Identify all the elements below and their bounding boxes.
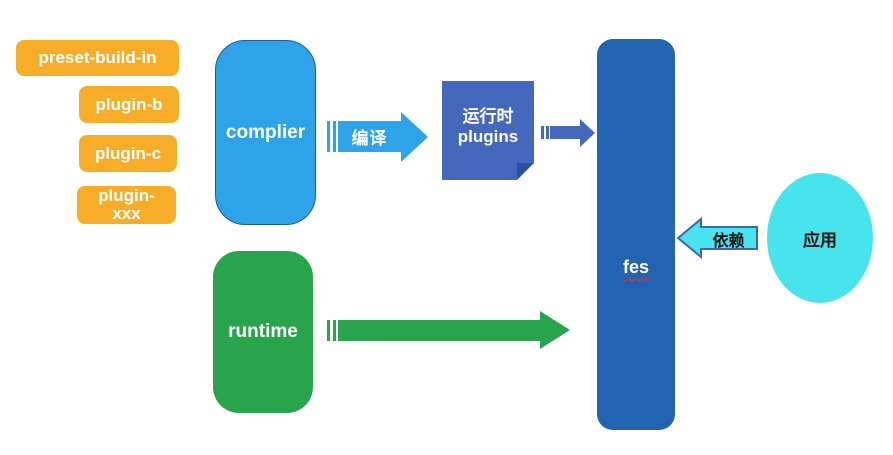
runtime-to-fes-arrow — [327, 311, 570, 349]
compile-arrow: 编译 — [327, 112, 428, 162]
plugins-to-fes-arrow-body — [550, 126, 580, 139]
compile-arrow-label: 编译 — [351, 129, 388, 148]
left-arrow-shape — [676, 216, 758, 260]
plugin-box-xxx: plugin- xxx — [77, 186, 176, 224]
runtime-to-fes-arrow-body — [338, 320, 540, 341]
complier-node: complier — [215, 40, 316, 225]
compile-arrow-stripe-2 — [333, 121, 336, 152]
depend-arrow — [676, 216, 758, 260]
compile-arrow-head — [401, 112, 428, 162]
plugin-box-b-label: plugin-b — [95, 94, 163, 114]
plugin-box-xxx-label-line2: xxx — [112, 204, 141, 223]
complier-node-label: complier — [225, 121, 306, 143]
plugin-box-preset-build-in-label: preset-build-in — [38, 48, 157, 67]
runtime-plugins-note-line1: 运行时 — [462, 106, 514, 126]
plugin-box-preset-build-in: preset-build-in — [16, 40, 179, 76]
depend-arrow-label: 依赖 — [712, 233, 745, 250]
runtime-plugins-note: 运行时 plugins — [442, 81, 534, 180]
fes-node-label: fes — [622, 257, 649, 277]
plugins-to-fes-arrow-stripe-2 — [546, 126, 549, 139]
plugin-box-c-label: plugin-c — [94, 143, 162, 163]
app-ellipse: 应用 — [767, 173, 873, 303]
app-ellipse-label: 应用 — [803, 230, 837, 250]
runtime-to-fes-arrow-stripe-1 — [327, 320, 330, 341]
compile-arrow-stripe-1 — [327, 121, 330, 152]
plugins-to-fes-arrow-head — [580, 119, 595, 147]
plugin-box-c: plugin-c — [79, 135, 177, 172]
runtime-plugins-note-line2: plugins — [457, 126, 519, 146]
plugins-to-fes-arrow — [541, 119, 595, 147]
compile-arrow-body: 编译 — [338, 121, 401, 152]
plugin-box-b: plugin-b — [79, 86, 179, 123]
plugin-box-xxx-label-line1: plugin- — [98, 186, 155, 205]
runtime-to-fes-arrow-head — [540, 311, 570, 349]
runtime-node: runtime — [213, 251, 313, 413]
runtime-node-label: runtime — [228, 321, 298, 342]
plugins-to-fes-arrow-stripe-1 — [541, 126, 544, 139]
fes-node: fes — [597, 39, 675, 430]
runtime-to-fes-arrow-stripe-2 — [333, 320, 336, 341]
